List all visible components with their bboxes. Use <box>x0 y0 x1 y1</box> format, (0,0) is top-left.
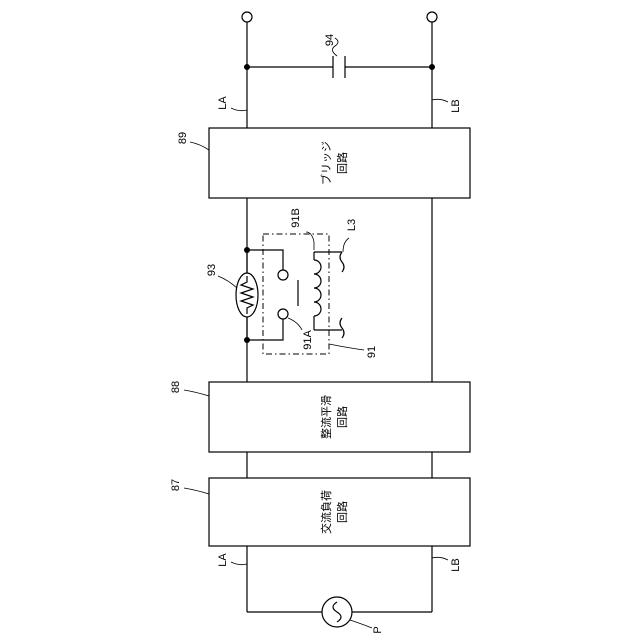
thermistor-ref-label: 93 <box>206 264 218 276</box>
lb-bottom-leader <box>432 557 448 560</box>
ac-load-leader <box>184 488 209 494</box>
terminal-la <box>242 12 252 22</box>
rectifier-leader <box>184 390 209 396</box>
relay-91b-label: 91B <box>290 208 302 228</box>
relay-91a-label: 91A <box>302 330 314 350</box>
lb-top-label: LB <box>450 99 462 112</box>
relay-91-leader <box>329 344 364 350</box>
relay-91b-leader <box>306 232 314 250</box>
relay-contact-91a <box>278 309 288 319</box>
ac-load-text-2: 回路 <box>336 501 349 523</box>
lb-top-leader <box>432 99 448 102</box>
relay-contact-91b <box>278 270 288 280</box>
rectifier-text-2: 回路 <box>336 406 349 428</box>
relay-contact-wire-top <box>247 250 283 270</box>
bridge-text-1: ブリッジ <box>319 141 333 185</box>
cap-label: 94 <box>324 34 336 46</box>
lb-bottom-label: LB <box>450 558 462 571</box>
source-p-label: P <box>372 626 384 633</box>
thermistor-leader <box>218 276 237 288</box>
coil-l3-label: L3 <box>346 219 358 231</box>
source-leader <box>350 620 372 628</box>
la-bottom-label: LA <box>217 553 229 567</box>
terminal-lb <box>427 12 437 22</box>
la-bottom-leader <box>231 562 247 565</box>
la-top-label: LA <box>217 96 229 110</box>
relay-91-label: 91 <box>366 346 378 358</box>
rectifier-text-1: 整流平滑 <box>319 395 333 439</box>
thermistor-93 <box>236 273 258 317</box>
capacitor-94 <box>244 56 435 78</box>
relay-contact-wire-bottom <box>247 319 283 340</box>
bridge-text-2: 回路 <box>336 152 349 174</box>
ac-source-p <box>322 597 352 627</box>
coil-l3-leader <box>343 238 349 252</box>
ac-load-text-1: 交流負荷 <box>319 490 333 534</box>
relay-91a-leader <box>288 318 302 330</box>
bridge-ref-label: 89 <box>177 132 189 144</box>
la-top-leader <box>231 108 247 111</box>
rectifier-ref-label: 88 <box>170 381 182 393</box>
ac-load-ref-label: 87 <box>170 479 182 491</box>
bridge-leader <box>190 142 209 150</box>
